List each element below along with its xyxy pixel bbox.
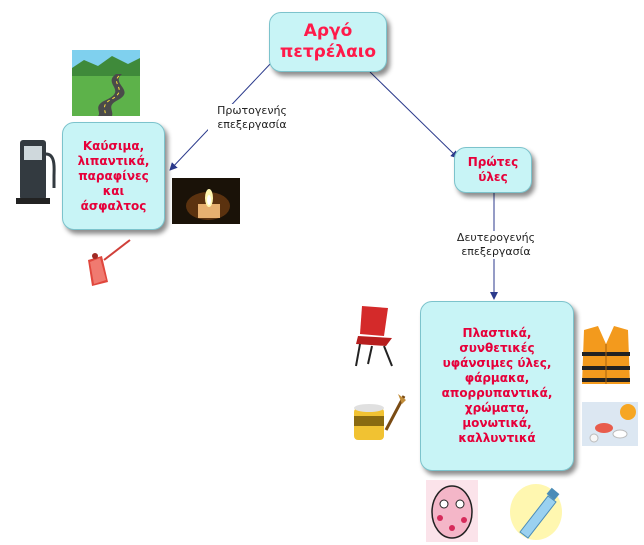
edge-label-primary: Πρωτογενής επεξεργασία [208,104,296,132]
pills-icon [582,402,638,446]
node-products: Πλαστικά, συνθετικές υφάνσιμες ύλες, φάρ… [420,301,574,471]
road-icon [72,50,140,116]
node-raw-materials: Πρώτες ύλες [454,147,532,193]
face-mask-icon [426,480,478,542]
node-fuels: Καύσιμα, λιπαντικά, παραφίνες και άσφαλτ… [62,122,165,230]
edge-label-secondary: Δευτερογενής επεξεργασία [445,231,547,259]
edge-root-to-raw [369,71,459,159]
life-vest-icon [582,326,630,384]
node-crude-oil: Αργό πετρέλαιο [269,12,387,72]
cream-tube-icon [510,484,562,540]
candle-icon [172,178,240,224]
glue-icon [354,394,406,440]
oil-can-icon [88,239,131,286]
fuel-pump-icon [16,140,56,204]
chair-icon [355,306,393,367]
